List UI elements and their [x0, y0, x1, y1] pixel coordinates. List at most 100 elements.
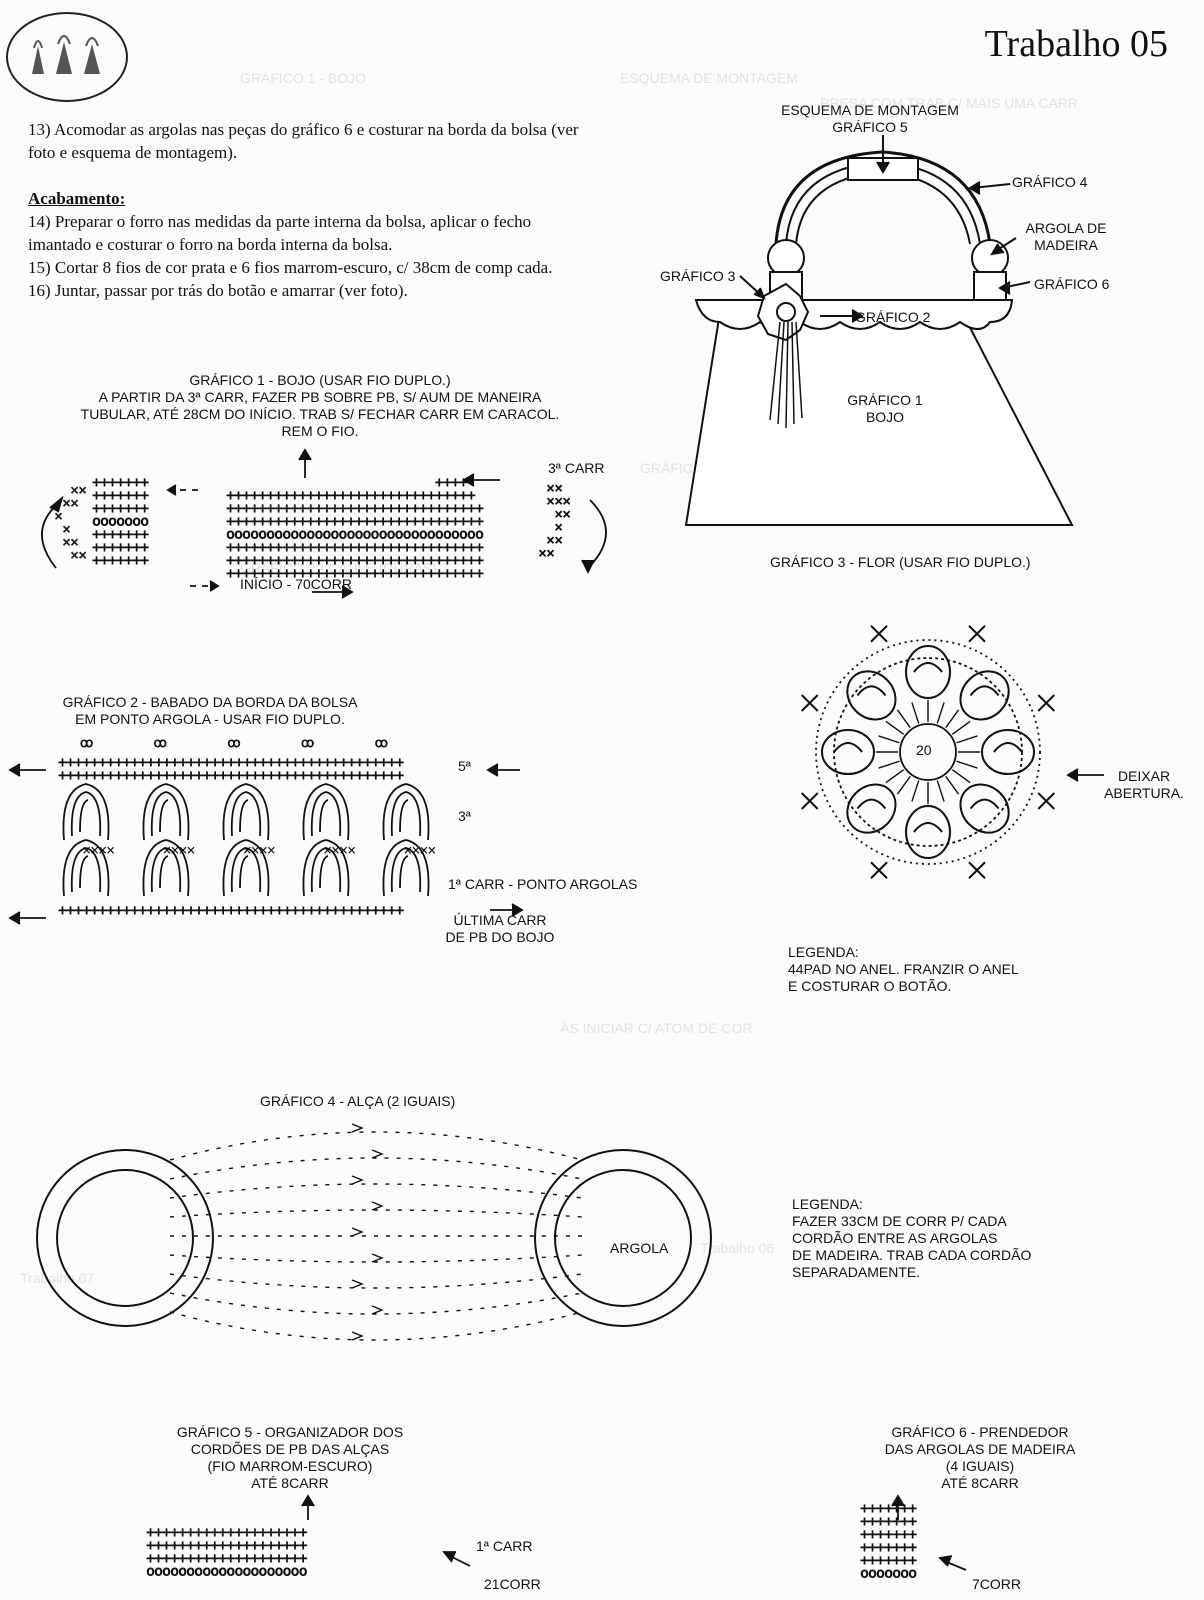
- flower-petal-curl: [856, 798, 887, 810]
- flower-edge-stitch: [801, 792, 819, 810]
- cord-arrow: [351, 1227, 364, 1237]
- cord: [169, 1209, 583, 1218]
- header-logo: [6, 12, 128, 102]
- assembly-label-grafico4: GRÁFICO 4: [1012, 174, 1088, 190]
- flower-ray: [945, 775, 960, 795]
- flower-petal: [959, 670, 1010, 721]
- chart2-row5-label: 5ª: [458, 758, 471, 774]
- flower-ray: [878, 760, 900, 769]
- cord-arrow: [371, 1305, 384, 1315]
- cord-arrow: [351, 1279, 364, 1289]
- flower-ray: [956, 735, 978, 744]
- ring-loop: [382, 839, 430, 897]
- flower-petal: [959, 783, 1010, 834]
- chart2-picots: ꝏ ꝏ ꝏ ꝏ ꝏ: [80, 736, 388, 751]
- flower-petal-curl: [913, 822, 943, 833]
- flower-ray: [885, 769, 905, 784]
- chart5-heading: GRÁFICO 5 - ORGANIZADOR DOS CORDÕES DE P…: [176, 1424, 404, 1491]
- chart5-stitches: ++++++++++++++++++++ +++++++++++++++++++…: [146, 1523, 308, 1580]
- ring-loop: [230, 791, 262, 837]
- step-16: 16) Juntar, passar por trás do botão e a…: [28, 281, 408, 300]
- chart3-title: GRÁFICO 3 - FLOR (USAR FIO DUPLO.): [770, 554, 1031, 570]
- cord: [169, 1311, 583, 1341]
- chart2-row3-label: 3ª: [458, 808, 471, 824]
- flower-edge-stitch: [1037, 792, 1055, 810]
- flower-petal-curl: [969, 685, 1000, 697]
- chart5-row1-label: 1ª CARR: [476, 1538, 533, 1554]
- assembly-label-grafico2: GRÁFICO 2: [855, 309, 931, 325]
- flower-petal-curl: [856, 685, 887, 697]
- flower-petal: [821, 729, 875, 775]
- cord-arrow: [371, 1149, 384, 1159]
- flower-ray: [911, 702, 920, 724]
- chart3-legend: LEGENDA: 44PAD NO ANEL. FRANZIR O ANEL E…: [788, 944, 1019, 994]
- ring-loop: [150, 791, 182, 837]
- flower-petal: [905, 645, 951, 699]
- flower-ray: [911, 780, 920, 802]
- flower-ray: [896, 775, 911, 795]
- instructions: 13) Acomodar as argolas nas peças do grá…: [28, 118, 588, 302]
- flower-petal: [905, 805, 951, 859]
- ring-loop: [399, 799, 409, 833]
- ring-loop: [150, 847, 182, 893]
- ring-loop: [399, 855, 409, 889]
- flower-ray: [951, 720, 971, 735]
- ring-loop: [79, 799, 89, 833]
- cord-arrow: [351, 1123, 364, 1133]
- ring-loop: [310, 847, 342, 893]
- flower-petal: [846, 670, 897, 721]
- chart1-start-label: INÍCIO - 70CORR: [240, 576, 353, 592]
- cord-arrow: [351, 1331, 364, 1341]
- ring-loop: [302, 839, 350, 897]
- flower-edge-stitch: [870, 861, 888, 879]
- chart6-chain-label: 7CORR: [972, 1576, 1022, 1592]
- chart2-row5: ++++++++++++++++++++++++++++++++++++++++…: [58, 753, 404, 784]
- ring-loop: [319, 799, 329, 833]
- chart2-ring-row-top: ×××× ×××× ×××× ×××× ××××: [58, 841, 436, 859]
- chart1-heading: GRÁFICO 1 - BOJO (USAR FIO DUPLO.) A PAR…: [80, 372, 560, 439]
- chart2-row1: ++++++++++++++++++++++++++++++++++++++++…: [58, 901, 404, 919]
- flower-ray: [896, 709, 911, 729]
- flower-petal-curl: [969, 798, 1000, 810]
- cord: [169, 1183, 583, 1199]
- flower-petal-curl: [993, 742, 1023, 753]
- ring-loop: [239, 855, 249, 889]
- finish-heading: Acabamento:: [28, 189, 126, 208]
- cord-arrow: [371, 1253, 384, 1263]
- flower-edge-stitch: [1037, 694, 1055, 712]
- flower-petal-curl: [913, 662, 943, 673]
- cord: [169, 1131, 583, 1161]
- ring-loop: [302, 783, 350, 841]
- chart3-center-count: 20: [916, 742, 932, 758]
- flower-ray: [936, 702, 945, 724]
- flower-edge-stitch: [968, 861, 986, 879]
- chart4-ring-label: ARGOLA: [610, 1240, 669, 1256]
- flower-petal-curl: [833, 742, 863, 753]
- flower-edge-stitch: [870, 625, 888, 643]
- chart1-stitches-left: +++++++ +++++++ +++++++ ooooooo +++++++ …: [92, 473, 149, 569]
- ring-loop: [159, 855, 169, 889]
- flower-ray: [951, 769, 971, 784]
- cord-arrow: [351, 1175, 364, 1185]
- ring-loop: [222, 783, 270, 841]
- ring-loop: [159, 799, 169, 833]
- page-title: Trabalho 05: [984, 23, 1168, 65]
- assembly-label-grafico3: GRÁFICO 3: [660, 268, 736, 284]
- chart1-stitches-main: ++++ +++++++++++++++++++++++++++++++ +++…: [226, 473, 484, 582]
- ring-loop: [142, 839, 190, 897]
- ring-loop: [70, 791, 102, 837]
- ring-loop: [382, 783, 430, 841]
- chart6-stitches: +++++++ +++++++ +++++++ +++++++ +++++++ …: [860, 1499, 917, 1582]
- flower-ray: [956, 760, 978, 769]
- flower-edge-stitch: [968, 625, 986, 643]
- ring-loop: [62, 783, 110, 841]
